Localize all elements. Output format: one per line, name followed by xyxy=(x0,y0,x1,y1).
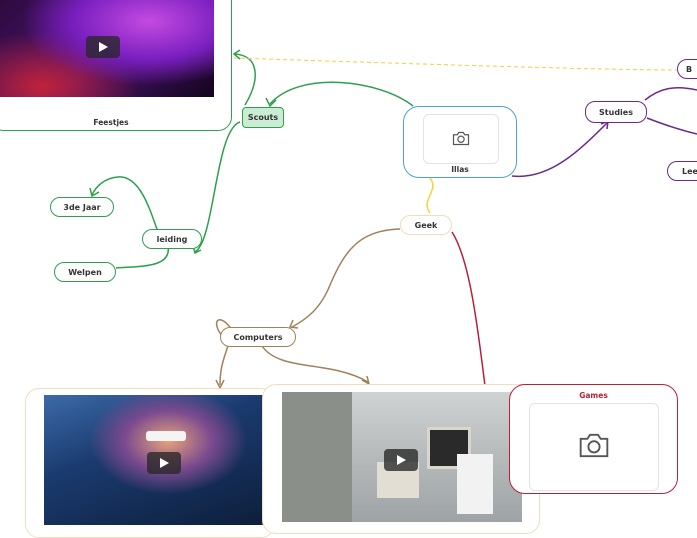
node-leiding-label: leiding xyxy=(156,234,188,244)
link-studies-lee xyxy=(646,117,697,135)
node-3de-jaar[interactable]: 3de Jaar xyxy=(50,197,114,217)
play-icon[interactable] xyxy=(384,449,418,471)
link-leiding-3dejaar xyxy=(91,176,159,233)
play-icon[interactable] xyxy=(147,452,181,474)
arrow-3dejaar xyxy=(89,187,100,198)
central-photo xyxy=(423,114,499,164)
node-scouts-label: Scouts xyxy=(247,113,279,122)
link-dashed xyxy=(233,57,681,71)
node-computers-label: Computers xyxy=(233,332,283,342)
node-welpen[interactable]: Welpen xyxy=(54,262,116,282)
central-label: Illas xyxy=(451,165,469,174)
node-welpen-label: Welpen xyxy=(68,267,102,277)
games-photo xyxy=(529,403,659,491)
link-illas-studies xyxy=(511,121,609,178)
computers-video-2[interactable] xyxy=(282,392,522,522)
link-scouts-feestjes xyxy=(233,53,256,106)
arrow-scouts xyxy=(265,97,277,108)
computers-video-card-1[interactable] xyxy=(25,388,275,538)
arrow-feestjes xyxy=(232,49,241,60)
camera-icon xyxy=(452,131,470,146)
link-computers-video2 xyxy=(261,345,369,383)
feestjes-video[interactable] xyxy=(0,0,214,97)
computers-video-1[interactable] xyxy=(44,395,270,525)
camera-icon xyxy=(579,433,609,458)
node-computers[interactable]: Computers xyxy=(220,327,296,347)
central-node-illas[interactable]: Illas xyxy=(403,106,517,178)
node-leiding[interactable]: leiding xyxy=(142,229,202,249)
link-scouts-leiding xyxy=(194,121,241,253)
node-geek-label: Geek xyxy=(414,220,438,230)
node-scouts[interactable]: Scouts xyxy=(242,107,284,128)
feestjes-card[interactable]: Feestjes xyxy=(0,0,232,131)
node-geek[interactable]: Geek xyxy=(400,215,452,235)
feestjes-label: Feestjes xyxy=(93,118,129,127)
link-illas-scouts xyxy=(269,81,414,107)
computers-video-card-2[interactable] xyxy=(262,384,540,534)
node-b-partial-label: B xyxy=(686,64,693,74)
link-studies-b xyxy=(644,87,697,101)
link-geek-computers xyxy=(291,228,401,328)
node-lee-partial[interactable]: Lee xyxy=(667,161,697,181)
link-leiding-welpen xyxy=(115,245,169,269)
games-label: Games xyxy=(579,391,608,400)
play-icon[interactable] xyxy=(86,36,120,58)
link-geek-games xyxy=(451,231,486,387)
node-studies[interactable]: Studies xyxy=(585,101,647,123)
node-b-partial[interactable]: B xyxy=(677,59,697,79)
node-3de-jaar-label: 3de Jaar xyxy=(63,202,101,212)
node-lee-partial-label: Lee xyxy=(682,166,697,176)
games-card[interactable]: Games xyxy=(509,384,678,494)
link-illas-geek xyxy=(426,177,434,214)
node-studies-label: Studies xyxy=(599,107,633,117)
